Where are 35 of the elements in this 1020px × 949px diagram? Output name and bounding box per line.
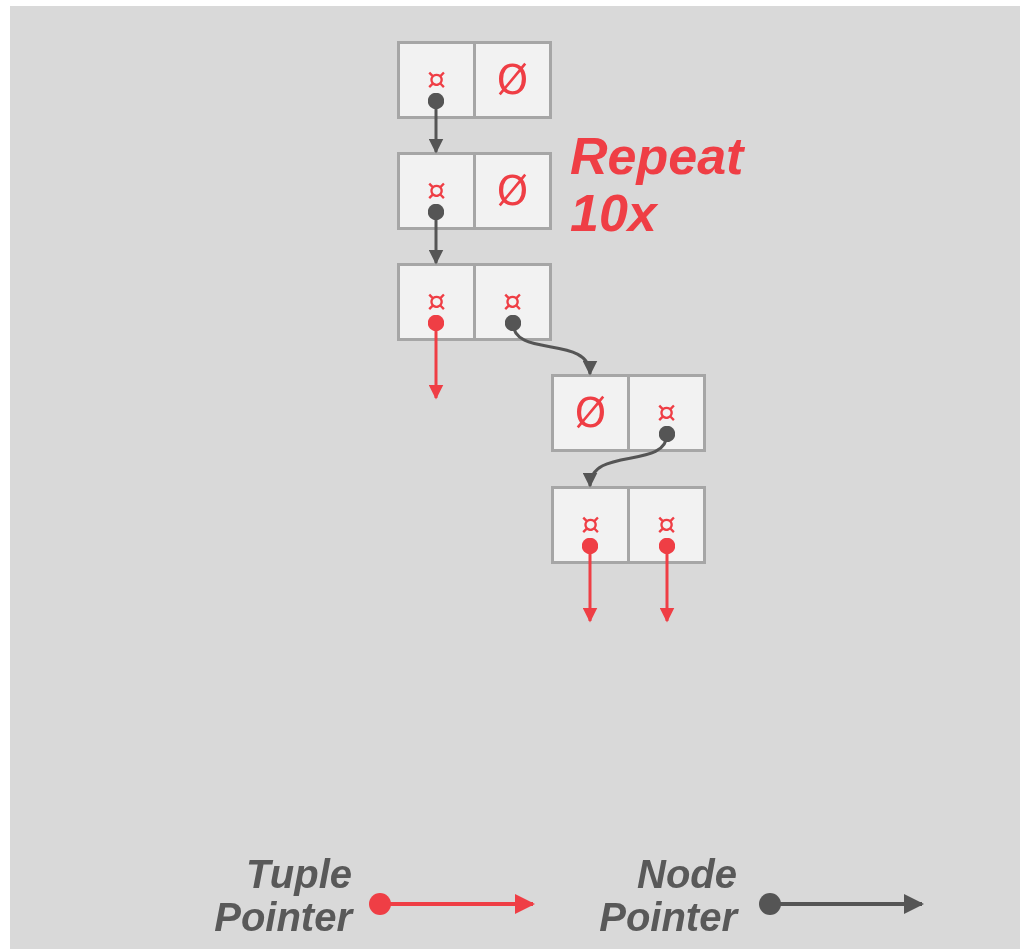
record-cell — [473, 263, 552, 341]
legend-label: Tuple Pointer — [213, 853, 352, 940]
record-pair — [397, 263, 552, 341]
pointer-arrow — [427, 314, 445, 400]
null-symbol: Ø — [496, 60, 529, 100]
record-pair — [397, 41, 552, 119]
pointer-symbol: ¤ — [426, 175, 447, 205]
record-cell — [397, 263, 476, 341]
pointer-arrow — [581, 537, 599, 623]
record-cell — [551, 486, 630, 564]
pointer-symbol: ¤ — [502, 286, 523, 316]
null-symbol: Ø — [496, 171, 529, 211]
pointer-arrow — [658, 537, 676, 623]
record-cell — [473, 41, 552, 119]
pointer-symbol: ¤ — [656, 397, 677, 427]
pointer-symbol: ¤ — [656, 509, 677, 539]
pointer-arrow — [427, 203, 445, 265]
record-cell — [551, 374, 630, 452]
record-pair — [551, 374, 706, 452]
pointer-arrow — [504, 314, 596, 376]
legend-label: Node Pointer — [598, 853, 737, 940]
record-cell — [627, 486, 706, 564]
record-cell — [473, 152, 552, 230]
pointer-symbol: ¤ — [426, 286, 447, 316]
pointer-symbol: ¤ — [580, 509, 601, 539]
pointer-symbol: ¤ — [426, 64, 447, 94]
annotation-text: Repeat 10x — [570, 128, 746, 243]
null-symbol: Ø — [574, 393, 607, 433]
record-cell — [397, 41, 476, 119]
pointer-arrow — [427, 92, 445, 154]
record-pair — [551, 486, 706, 564]
pointer-arrow — [584, 425, 676, 488]
record-pair — [397, 152, 552, 230]
record-cell — [627, 374, 706, 452]
record-cell — [397, 152, 476, 230]
